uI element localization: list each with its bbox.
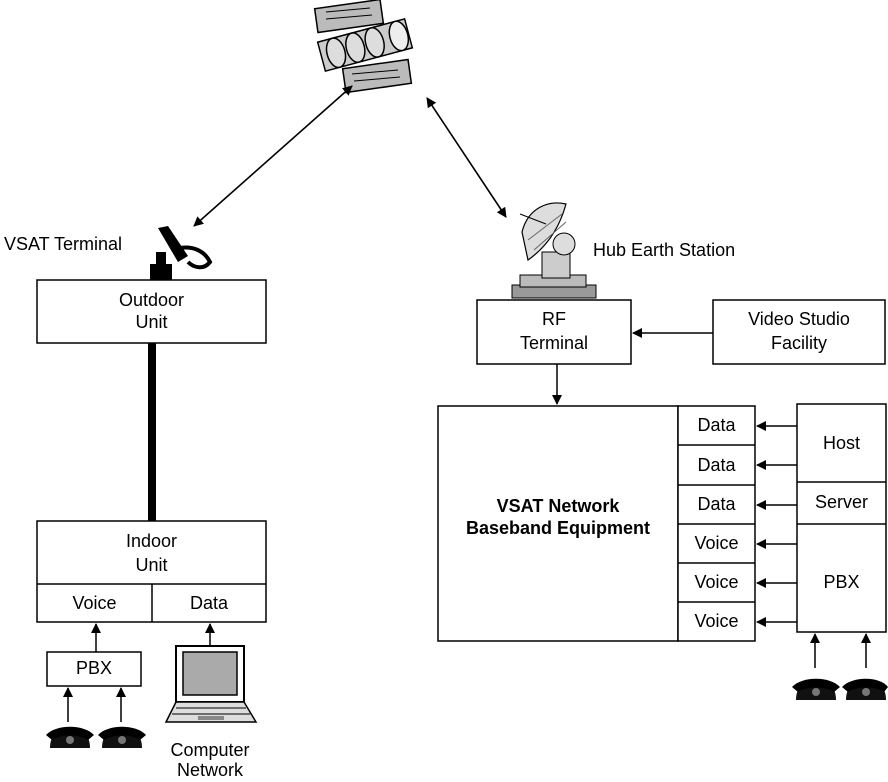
data-port-label: Data	[189, 593, 229, 613]
telephone-icon	[842, 678, 888, 700]
uplink-vsat-arrow	[193, 85, 353, 227]
hub-earth-station-label: Hub Earth Station	[593, 240, 736, 260]
computer-network-line-1: Computer	[170, 740, 250, 760]
port-label-6: Voice	[694, 611, 739, 631]
video-studio-line-1: Video Studio	[748, 309, 850, 329]
pbx-box-left	[46, 651, 142, 687]
server-label: Server	[814, 492, 868, 512]
host-label: Host	[822, 433, 860, 453]
telephone-icon	[98, 726, 146, 748]
pbx-label-right: PBX	[823, 572, 860, 592]
outdoor-unit-line-1: Outdoor	[118, 290, 185, 310]
indoor-unit-line-2: Unit	[135, 555, 168, 575]
outdoor-unit-box	[36, 279, 267, 344]
rf-terminal-box	[476, 299, 632, 365]
baseband-line-1: VSAT Network	[496, 496, 620, 516]
pbx-label-left: PBX	[75, 658, 113, 678]
outdoor-unit-line-2: Unit	[135, 312, 168, 332]
voice-port-label: Voice	[72, 593, 117, 613]
rf-terminal-line-2: Terminal	[519, 333, 589, 353]
vsat-terminal-label: VSAT Terminal	[4, 234, 123, 254]
port-label-5: Voice	[694, 572, 739, 592]
telephone-icon	[46, 726, 94, 748]
hub-antenna-icon	[511, 202, 597, 299]
uplink-hub-arrow	[426, 97, 507, 218]
host-server-pbx-stack	[796, 403, 887, 633]
port-label-1: Data	[697, 415, 736, 435]
baseband-line-2: Baseband Equipment	[465, 518, 651, 538]
port-label-3: Data	[697, 494, 736, 514]
video-studio-line-2: Facility	[770, 333, 827, 353]
video-studio-box	[712, 299, 886, 365]
rf-terminal-line-1: RF	[542, 309, 566, 329]
port-label-4: Voice	[694, 533, 739, 553]
port-label-2: Data	[697, 455, 736, 475]
satellite-icon	[313, 0, 414, 94]
computer-network-line-2: Network	[176, 760, 243, 780]
telephone-icon	[792, 678, 840, 700]
baseband-box	[437, 405, 679, 642]
ifl-cable	[148, 343, 156, 521]
vsat-dish-icon	[150, 226, 213, 280]
indoor-unit-line-1: Indoor	[125, 531, 178, 551]
laptop-icon	[164, 645, 258, 723]
